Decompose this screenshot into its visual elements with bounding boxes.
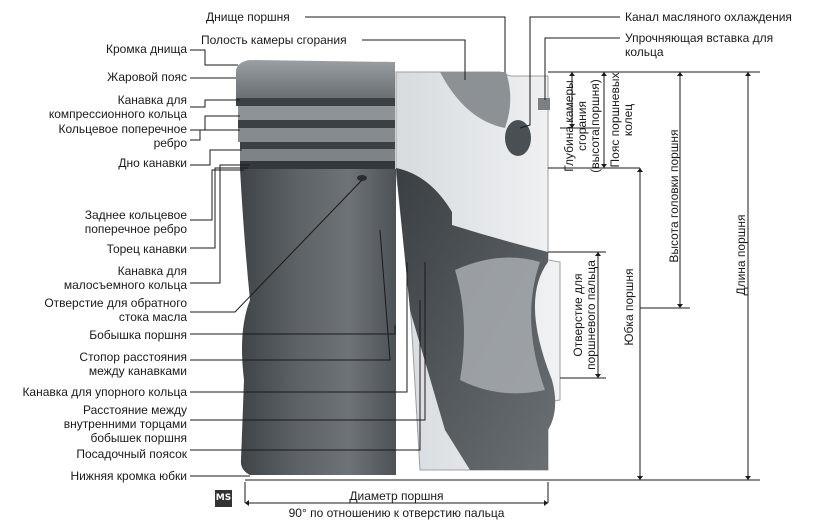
label-boss-distance-1: Расстояние между: [83, 403, 187, 417]
leader-lines-top: [305, 16, 506, 80]
groove-oil: [240, 161, 395, 169]
piston-skirt: [240, 169, 396, 475]
label-compression-groove-2: компрессионного кольца: [48, 107, 187, 121]
label-top-land: Жаровой пояс: [107, 70, 187, 84]
groove-3: [240, 142, 395, 149]
label-rear-ring-land-2: поперечное ребро: [84, 222, 187, 236]
label-groove-stop-1: Стопор расстояния: [79, 350, 187, 364]
label-oil-cooling-channel: Канал масляного охлаждения: [625, 10, 792, 24]
label-crown-edge: Кромка днища: [106, 42, 187, 56]
leader-lines-right: [519, 16, 620, 129]
label-pin-bore-2: поршневого пальца: [584, 260, 598, 370]
label-oil-drain-1: Отверстие для обратного: [44, 296, 187, 310]
label-oil-ring-groove-2: малосъемного кольца: [63, 278, 187, 292]
label-compression-groove-1: Канавка для: [117, 93, 187, 107]
ring-insert: [538, 98, 550, 110]
land-2: [238, 106, 395, 120]
label-pin-boss: Бобышка поршня: [89, 328, 187, 342]
label-piston-diameter: Диаметр поршня: [349, 489, 444, 503]
label-skirt-bottom-edge: Нижняя кромка юбки: [70, 469, 187, 483]
label-head-height: Высота головки поршня: [667, 129, 681, 263]
label-ring-land-1: Кольцевое поперечное: [58, 122, 187, 136]
label-retaining-ring-groove: Канавка для упорного кольца: [22, 385, 187, 399]
groove-2: [238, 120, 395, 128]
label-ring-belt-2: колец: [621, 103, 635, 137]
land-4: [240, 149, 395, 161]
label-oil-ring-groove-1: Канавка для: [117, 264, 187, 278]
brand-logo: MS: [215, 490, 232, 507]
label-boss-distance-2: внутренними торцами: [63, 417, 187, 431]
label-diameter-note: 90° по отношению к отверстию пальца: [288, 506, 505, 520]
crown-top-land: [236, 60, 395, 98]
oil-drain-hole: [357, 175, 367, 181]
label-bowl-depth-2: сгорания: [575, 101, 589, 151]
label-groove-stop-2: между канавками: [88, 364, 187, 378]
label-combustion-cavity: Полость камеры сгорания: [201, 33, 347, 47]
pin-bore: [455, 257, 545, 394]
dimension-lines: [244, 71, 760, 504]
label-ring-insert-2: кольца: [625, 45, 664, 59]
label-oil-drain-2: стока масла: [118, 310, 187, 324]
label-groove-flank: Торец канавки: [106, 242, 187, 256]
label-ring-land-2: ребро: [153, 136, 187, 150]
label-ring-belt-1: Пояс поршневых: [608, 72, 622, 168]
label-piston-crown: Днище поршня: [206, 10, 290, 24]
label-pin-bore-1: Отверстие для: [571, 273, 585, 357]
oil-cooling-channel: [505, 120, 531, 156]
label-boss-distance-3: бобышек поршня: [90, 431, 187, 445]
label-ring-insert-1: Упрочняющая вставка для: [625, 31, 774, 45]
combustion-bowl: [440, 72, 511, 128]
arrowheads: [245, 72, 751, 506]
groove-1: [236, 98, 395, 106]
label-bowl-depth-1: Глубина камеры: [562, 80, 576, 172]
label-bowl-depth-3: (высота поршня): [588, 79, 602, 173]
label-groove-bottom: Дно канавки: [118, 156, 187, 170]
label-fitting-band: Посадочный поясок: [76, 447, 187, 461]
leader-lines-left: [190, 49, 426, 477]
land-3: [238, 128, 395, 142]
label-rear-ring-land-1: Заднее кольцевое: [84, 208, 187, 222]
label-piston-length: Длина поршня: [734, 214, 748, 296]
label-piston-skirt: Юбка поршня: [622, 268, 636, 346]
